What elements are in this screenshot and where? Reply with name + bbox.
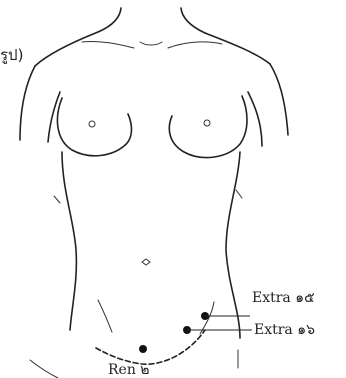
left-shoulder <box>35 32 98 66</box>
bottom-left-edge <box>30 360 58 378</box>
caption-fragment: รูป) <box>0 46 23 64</box>
neck-left <box>98 8 121 32</box>
left-nipple <box>89 121 95 127</box>
left-arm-outer <box>20 66 35 140</box>
right-arm-outer <box>270 64 288 135</box>
right-shoulder <box>205 33 270 64</box>
sternal-notch <box>140 42 162 45</box>
right-nipple <box>204 120 210 126</box>
right-arm-inner <box>248 92 262 146</box>
neck-right <box>181 8 205 33</box>
acupoint-extra-15: Extra ๑๕ <box>201 290 315 320</box>
ren-2-point <box>139 345 147 353</box>
pubic-curve <box>96 330 205 364</box>
acupoint-extra-16: Extra ๑๖ <box>183 322 315 338</box>
right-breast <box>169 96 247 158</box>
extra-16-label: Extra ๑๖ <box>254 322 315 338</box>
torso-figure <box>20 8 288 378</box>
left-clavicle <box>82 41 134 48</box>
extra-15-label: Extra ๑๕ <box>252 290 315 306</box>
hip-mark-right <box>236 190 242 198</box>
left-waist <box>62 152 76 330</box>
acupoint-ren-2: Ren ๒ <box>108 345 150 378</box>
hip-mark-left <box>54 196 60 203</box>
ren-2-label: Ren ๒ <box>108 362 150 378</box>
right-clavicle <box>168 42 222 48</box>
navel <box>142 259 150 265</box>
right-waist <box>226 152 240 338</box>
left-breast <box>57 98 131 156</box>
left-groin-line <box>98 300 112 332</box>
